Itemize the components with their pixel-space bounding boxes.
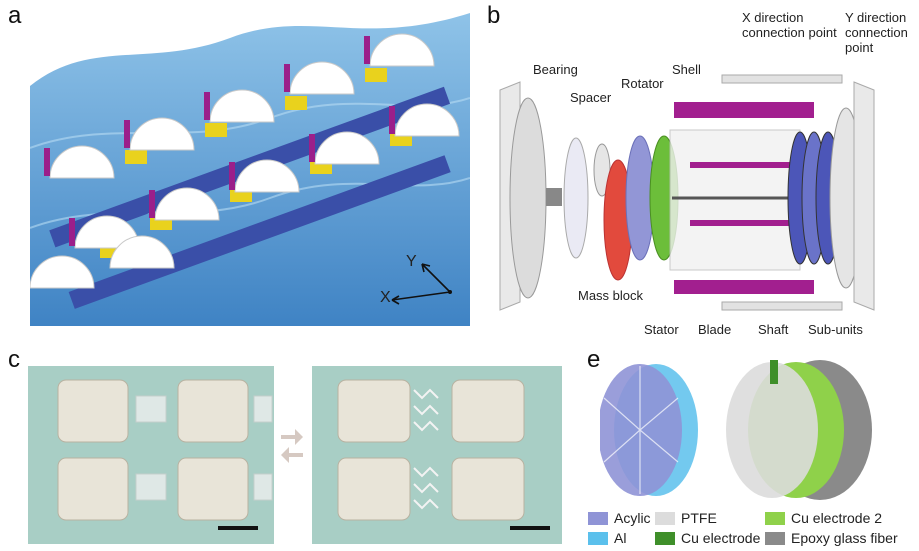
panel-c-letter: c — [8, 346, 20, 373]
label-mass-block: Mass block — [578, 288, 644, 303]
label-y-connection: Y direction connection point — [845, 10, 908, 55]
legend-cu-electrode-2: Cu electrode 2 — [765, 510, 882, 526]
cu-electrode-1-tab — [770, 360, 778, 384]
label-bearing: Bearing — [533, 62, 578, 77]
x-connection-bar-top — [721, 74, 843, 84]
swatch-al — [588, 531, 608, 545]
label-sub-units: Sub-units — [808, 322, 863, 337]
transition-arrows — [279, 425, 305, 465]
swatch-acylic — [588, 511, 608, 525]
panel-e-discs — [600, 358, 900, 508]
panel-a-letter: a — [8, 2, 22, 29]
legend-ptfe: PTFE — [655, 510, 717, 526]
swatch-cu-electrode-1 — [655, 531, 675, 545]
legend-al: Al — [588, 530, 626, 546]
legend-label: Epoxy glass fiber — [791, 530, 898, 546]
swatch-epoxy-glass-fiber — [765, 531, 785, 545]
scale-bar — [218, 526, 258, 530]
panel-c-photo-right — [312, 366, 562, 544]
bearing — [563, 137, 589, 259]
axis-x-label: X — [380, 289, 391, 306]
end-plate-right — [853, 81, 875, 311]
label-x-connection: X direction connection point — [742, 10, 837, 40]
x-connection-bar-bottom — [721, 301, 843, 311]
panel-b-letter: b — [487, 2, 501, 29]
panel-c-photo-left — [28, 366, 274, 544]
shell — [669, 129, 801, 271]
legend-label: Al — [614, 530, 627, 546]
panel-a-illustration — [30, 8, 470, 326]
panel-b-exploded-view — [490, 70, 915, 330]
legend-label: Cu electrode 1 — [681, 530, 773, 546]
panel-e-letter: e — [587, 346, 601, 373]
legend-label: PTFE — [681, 510, 717, 526]
label-shell: Shell — [672, 62, 701, 77]
label-spacer: Spacer — [570, 90, 612, 105]
legend-acylic: Acylic — [588, 510, 651, 526]
legend-label: Cu electrode 2 — [791, 510, 883, 526]
acrylic-disc — [600, 364, 682, 496]
axis-arrows — [391, 263, 451, 305]
legend-label: Acylic — [614, 510, 651, 526]
label-rotator: Rotator — [621, 76, 664, 91]
label-shaft: Shaft — [758, 322, 789, 337]
label-stator: Stator — [644, 322, 679, 337]
label-blade: Blade — [698, 322, 732, 337]
ptfe-disc — [726, 362, 818, 498]
legend-cu-electrode-1: Cu electrode 1 — [655, 530, 772, 546]
axis-y-label: Y — [406, 253, 417, 270]
scale-bar — [510, 526, 550, 530]
blades — [674, 102, 814, 294]
swatch-ptfe — [655, 511, 675, 525]
device-row-2 — [68, 155, 451, 309]
legend-epoxy-glass-fiber: Epoxy glass fiber — [765, 530, 898, 546]
swatch-cu-electrode-2 — [765, 511, 785, 525]
